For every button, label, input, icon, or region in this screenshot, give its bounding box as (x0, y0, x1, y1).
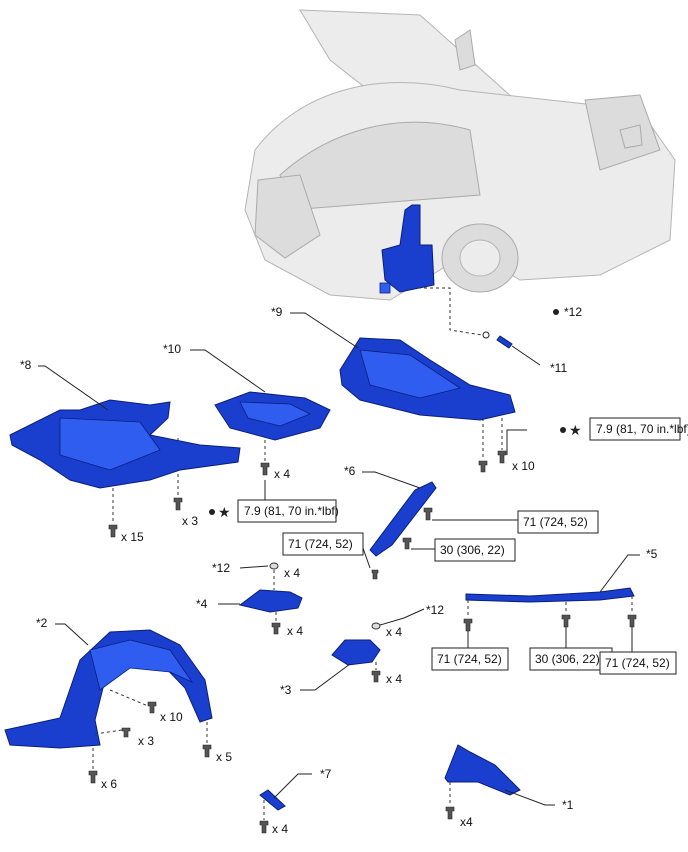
bolt-icon (260, 462, 270, 476)
callout-9: *9 (271, 305, 283, 319)
qty-x6: x 6 (101, 777, 117, 791)
part-11-clip (496, 335, 513, 349)
torque-5a: 71 (724, 52) (437, 652, 502, 666)
qty-x4-part1: x4 (460, 815, 473, 829)
qty-x4-part12-mid: x 4 (284, 566, 300, 580)
bolt-icon (402, 537, 412, 550)
part-10-under-cover (214, 391, 331, 441)
callout-12-mid: *12 (212, 561, 230, 575)
vehicle-front-illustration (244, 9, 676, 301)
bullet-dot-icon (209, 509, 215, 515)
bolt-icon (463, 618, 473, 632)
bolt-icon (423, 507, 433, 521)
bolt-icon (202, 744, 212, 758)
part-2-fender-liner (4, 629, 213, 749)
part-4-bracket (238, 589, 303, 613)
star-icon: ★ (569, 423, 582, 439)
part-8-large-under-cover (9, 399, 241, 489)
qty-x4-part4: x 4 (287, 624, 303, 638)
callout-8: *8 (20, 358, 32, 372)
callout-1: *1 (562, 798, 574, 812)
callout-12-lower: *12 (426, 603, 444, 617)
bolt-icon (371, 569, 379, 580)
bullet-dot-icon (560, 427, 566, 433)
star-icon: ★ (218, 505, 231, 521)
qty-x4-part12-lower: x 4 (386, 625, 402, 639)
bolt-icon (371, 670, 381, 683)
bolt-icon (259, 820, 269, 834)
bolt-icon (108, 524, 118, 538)
bolt-icon (173, 497, 183, 511)
bolt-icon (497, 450, 507, 464)
qty-x3-part2: x 3 (138, 734, 154, 748)
torque-mid: 7.9 (81, 70 in.*lbf) (244, 504, 339, 518)
qty-x10-part2: x 10 (160, 710, 183, 724)
part-9-engine-under-cover (339, 337, 516, 421)
callout-6: *6 (344, 464, 356, 478)
part-7-bracket (259, 789, 286, 811)
torque-6b: 30 (306, 22) (440, 543, 505, 557)
torque-6c: 71 (724, 52) (288, 537, 353, 551)
qty-x5: x 5 (216, 750, 232, 764)
callout-5: *5 (646, 547, 658, 561)
bolt-icon (478, 460, 488, 473)
qty-x3-part10: x 3 (182, 514, 198, 528)
part-6-brace (369, 481, 437, 557)
torque-6a: 71 (724, 52) (523, 515, 588, 529)
part-3-bracket (331, 639, 381, 666)
qty-x15: x 15 (121, 530, 144, 544)
bolt-icon (627, 614, 637, 628)
torque-5b: 30 (306, 22) (535, 652, 600, 666)
callout-11: *11 (550, 361, 567, 375)
bolt-icon (561, 614, 571, 628)
callout-3: *3 (280, 683, 292, 697)
part-5-bar (465, 587, 635, 603)
callout-12-top: *12 (564, 305, 582, 319)
callout-7: *7 (320, 767, 332, 781)
callout-2: *2 (36, 616, 48, 630)
qty-x4-part3: x 4 (386, 672, 402, 686)
bolt-icon (445, 806, 455, 820)
torque-top: 7.9 (81, 70 in.*lbf) (596, 422, 688, 436)
callout-10: *10 (163, 342, 181, 356)
qty-x10-part9: x 10 (512, 459, 535, 473)
callout-4: *4 (196, 597, 208, 611)
bolt-icon (147, 701, 157, 714)
bullet-dot-icon (553, 309, 559, 315)
part-1-cover (444, 744, 521, 796)
qty-x4-part7: x 4 (272, 822, 288, 836)
bolt-icon (271, 622, 281, 635)
torque-5c: 71 (724, 52) (605, 656, 670, 670)
qty-x4-part10: x 4 (274, 467, 290, 481)
bolt-icon (121, 727, 131, 738)
bolt-icon (88, 770, 98, 784)
